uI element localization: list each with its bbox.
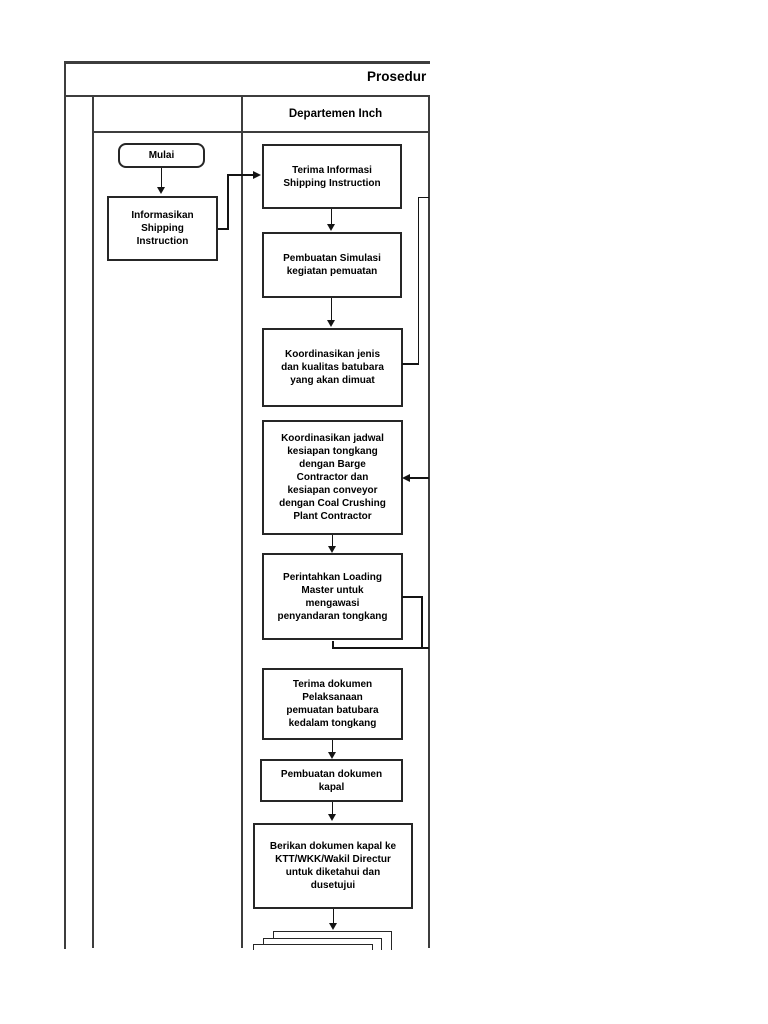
arrow-head-down — [327, 752, 336, 759]
flow-step-label: Berikan dokumen kapal ke KTT/WKK/Wakil D… — [269, 841, 397, 891]
flow-step-pembuatan-simulasi: Pembuatan Simulasi kegiatan pemuatan — [262, 232, 402, 298]
lane-divider-line — [241, 95, 243, 948]
flow-step-koordinasikan-jadwal: Koordinasikan jadwal kesiapan tongkang d… — [262, 420, 403, 535]
arrow-head-down — [156, 187, 165, 194]
arrow-head-down — [326, 320, 335, 327]
connector-line — [227, 174, 229, 230]
title-row: Prosedur — [65, 63, 430, 95]
flow-step-label: Koordinasikan jadwal kesiapan tongkang d… — [279, 433, 386, 522]
flow-step-label: Pembuatan dokumen kapal — [280, 768, 383, 793]
connector-line — [160, 168, 163, 187]
flow-step-label: Koordinasikan jenis dan kualitas batubar… — [281, 349, 384, 386]
connector-line — [331, 535, 334, 547]
flow-step-pembuatan-dokumen-kapal: Pembuatan dokumen kapal — [260, 759, 403, 802]
page-title: Prosedur — [367, 69, 427, 84]
flow-step-koordinasikan-jenis: Koordinasikan jenis dan kualitas batubar… — [262, 328, 403, 407]
document-shape-front — [253, 944, 373, 950]
arrow-head-right — [252, 170, 261, 179]
flow-step-informasikan: Informasikan Shipping Instruction — [107, 196, 218, 261]
connector-line — [417, 196, 429, 199]
connector-line — [410, 477, 429, 479]
connector-line — [227, 174, 254, 176]
connector-line — [331, 802, 334, 815]
flow-step-label: Perintahkan Loading Master untuk mengawa… — [277, 571, 388, 622]
arrow-head-left — [402, 473, 410, 482]
flow-start-terminator: Mulai — [118, 143, 205, 168]
connector-line — [421, 596, 423, 649]
title-row-divider — [65, 95, 430, 97]
header-row-divider — [92, 131, 430, 133]
flow-step-label: Informasikan Shipping Instruction — [131, 210, 194, 247]
table-left-border — [64, 61, 66, 949]
arrow-head-down — [328, 923, 337, 930]
connector-line — [417, 196, 420, 365]
flow-step-label: Terima Informasi Shipping Instruction — [283, 164, 381, 189]
arrow-head-down — [327, 546, 336, 553]
flow-start-label: Mulai — [148, 150, 175, 161]
arrow-head-down — [327, 814, 336, 821]
connector-line — [402, 596, 423, 598]
flow-step-label: Pembuatan Simulasi kegiatan pemuatan — [283, 253, 381, 277]
lane-header-departemen: Departemen Inch — [288, 108, 383, 120]
connector-line — [218, 228, 229, 230]
connector-line — [402, 363, 418, 365]
connector-line — [330, 209, 333, 225]
flow-step-terima-informasi: Terima Informasi Shipping Instruction — [262, 144, 402, 209]
multi-document-symbol — [252, 930, 395, 950]
table-top-border — [64, 61, 430, 64]
connector-line — [332, 641, 334, 649]
connector-line — [332, 909, 335, 924]
flow-step-perintahkan-loading-master: Perintahkan Loading Master untuk mengawa… — [262, 553, 403, 640]
flow-step-label: Terima dokumen Pelaksanaan pemuatan batu… — [286, 679, 379, 729]
connector-line — [331, 740, 334, 753]
flow-step-terima-dokumen: Terima dokumen Pelaksanaan pemuatan batu… — [262, 668, 403, 740]
connector-line — [330, 298, 333, 321]
table-right-border — [428, 95, 431, 948]
inner-left-column-line — [92, 95, 94, 948]
connector-line — [332, 647, 429, 649]
flow-step-berikan-dokumen-kapal: Berikan dokumen kapal ke KTT/WKK/Wakil D… — [253, 823, 413, 909]
arrow-head-down — [326, 224, 335, 231]
